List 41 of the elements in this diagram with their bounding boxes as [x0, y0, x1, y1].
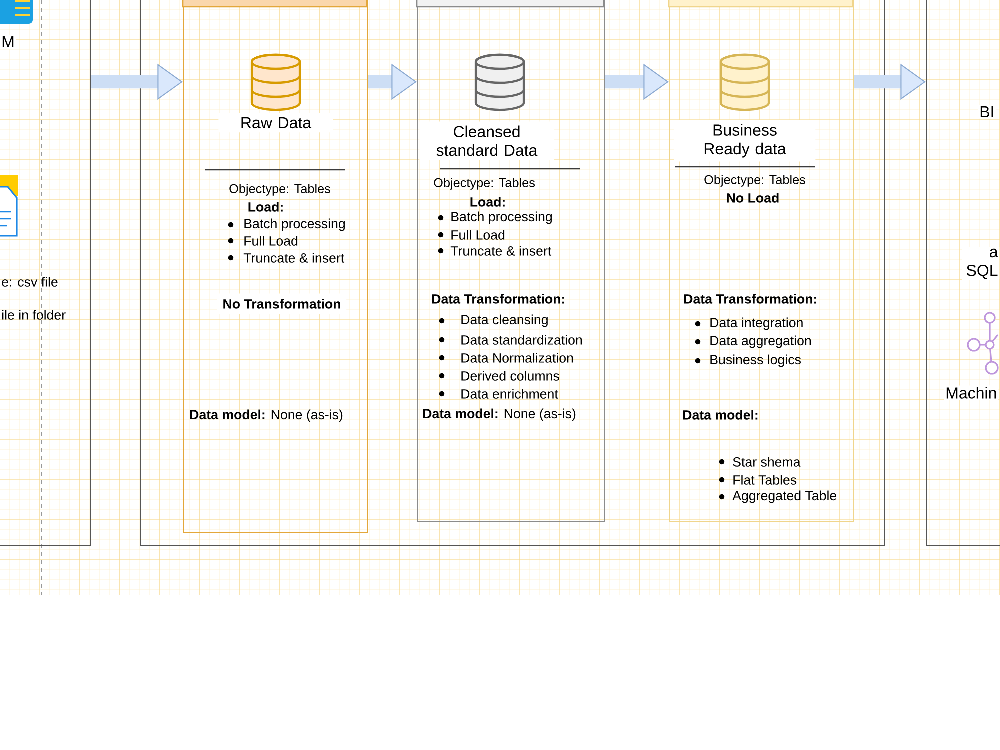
layer-title: Raw Data — [218, 113, 334, 133]
list-item: Batch processing — [438, 212, 552, 224]
item-label: M — [0, 35, 16, 49]
list-item: Data Normalization — [439, 353, 574, 363]
section-heading: Load: — [470, 197, 505, 207]
item-label: Machin — [944, 386, 999, 400]
panel — [0, 0, 92, 546]
panel — [926, 0, 1000, 546]
info-text: Data model: None (as-is) — [190, 410, 343, 422]
section-heading: Data Transformation: — [432, 294, 564, 304]
list-item: Aggregated Table — [719, 490, 837, 504]
list-item: Data standardization — [439, 335, 582, 345]
section-heading: No Transformation — [217, 294, 347, 314]
info-text: Data model: None (as-is) — [424, 408, 576, 422]
info-text: ile in folder — [2, 310, 66, 320]
list-item: Data aggregation — [695, 336, 811, 348]
list-item: Truncate & insert — [438, 246, 552, 256]
list-item: Flat Tables — [719, 475, 797, 485]
list-item: Batch processing — [228, 218, 345, 232]
list-item: Business logics — [695, 354, 801, 368]
layer-title: Cleansed standard Data — [420, 122, 554, 160]
list-item: Star shema — [719, 457, 801, 467]
list-item: Full Load — [228, 236, 298, 246]
list-item: Data integration — [695, 318, 803, 330]
panel — [140, 0, 886, 546]
section-heading: Data model: — [684, 410, 758, 420]
info-text: Objectype: Tables — [230, 184, 330, 196]
list-item: Derived columns — [439, 371, 560, 381]
info-text: e: csv file — [2, 277, 58, 287]
item-label: BI — [978, 105, 996, 119]
list-item: Truncate & insert — [228, 253, 345, 263]
info-text: Objectype: Tables — [434, 178, 535, 190]
list-item: Data cleansing — [439, 314, 548, 328]
item-label: a SQL — [962, 248, 1000, 280]
section-heading: No Load — [727, 193, 779, 203]
list-item: Data enrichment — [439, 389, 558, 399]
layer-title: Business Ready data — [674, 120, 816, 162]
info-text: Objectype: Tables — [704, 175, 806, 187]
section-heading: Data Transformation: — [684, 294, 816, 304]
section-heading: Load: — [248, 202, 283, 212]
list-item: Full Load — [438, 230, 505, 240]
